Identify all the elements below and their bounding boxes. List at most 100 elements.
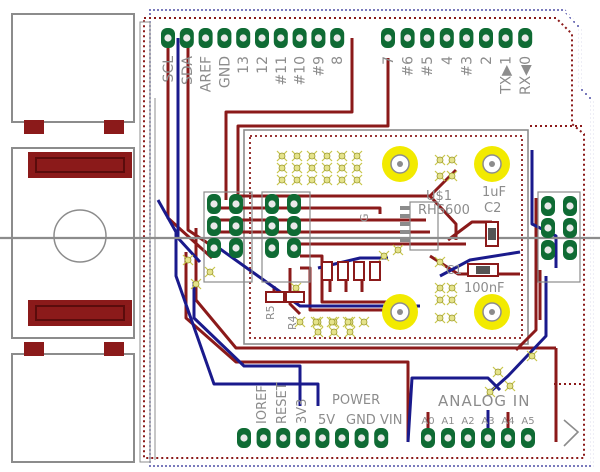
g-label: G: [358, 213, 371, 222]
via: [378, 250, 390, 262]
power-pin-label: RESET: [275, 382, 290, 424]
digital-pin: [498, 28, 513, 48]
digital-pin: [311, 28, 326, 48]
via: [321, 174, 333, 186]
digital-pin: [236, 28, 251, 48]
inner-pin: [563, 218, 577, 238]
via: [351, 162, 363, 174]
inner-connector-pins: [203, 191, 581, 283]
power-pin: [374, 428, 389, 448]
power-title: POWER: [332, 393, 380, 408]
power-pin-label: GND: [346, 413, 376, 428]
mounting-hole: [53, 209, 107, 263]
power-pin-label: VIN: [380, 413, 402, 428]
via: [328, 326, 340, 338]
analog-pin: [501, 428, 515, 448]
inner-pin: [229, 194, 243, 214]
inner-pin: [229, 216, 243, 236]
via: [446, 282, 458, 294]
via: [291, 150, 303, 162]
digital-pin-label: GND: [217, 56, 233, 88]
via: [434, 312, 446, 324]
via: [182, 254, 194, 266]
inner-pin: [541, 218, 555, 238]
inner-pin: [563, 240, 577, 260]
via: [276, 162, 288, 174]
analog-pin: [441, 428, 455, 448]
digital-pin: [381, 28, 395, 48]
inner-pin: [563, 196, 577, 216]
digital-pin-label: 4: [440, 56, 456, 65]
inner-pin: [207, 194, 221, 214]
digital-pin-label: #6: [401, 56, 417, 77]
inner-pin: [287, 194, 301, 214]
power-pin-label: 5V: [318, 413, 335, 428]
via: [306, 162, 318, 174]
digital-pin: [161, 28, 175, 48]
power-pin-label: IOREF: [255, 385, 270, 424]
c2-capacitor: [485, 221, 499, 247]
analog-pin: [521, 428, 535, 448]
inner-pin: [207, 238, 221, 258]
digital-pin: [198, 28, 213, 48]
via: [446, 154, 458, 166]
digital-pin: [330, 28, 345, 48]
digital-pin-label: TX▶1: [499, 56, 515, 95]
via: [358, 316, 370, 328]
power-header-pins: [237, 428, 389, 448]
via: [310, 316, 322, 328]
analog-pin-label: A2: [461, 416, 474, 427]
u1-chip: [400, 201, 439, 251]
power-pin: [295, 428, 310, 448]
via: [434, 170, 446, 182]
left-connectors: [11, 13, 135, 463]
digital-pin-label: #10: [293, 56, 309, 86]
analog-title: ANALOG IN: [438, 392, 530, 410]
via: [434, 294, 446, 306]
digital-pin: [420, 28, 435, 48]
via: [434, 282, 446, 294]
analog-pin: [461, 428, 475, 448]
via: [446, 170, 458, 182]
via: [336, 150, 348, 162]
digital-pin-label: 7: [381, 56, 397, 65]
inner-pin: [541, 240, 555, 260]
c1-capacitor: [467, 263, 499, 277]
via: [276, 174, 288, 186]
digital-pin-label: #3: [459, 56, 475, 77]
digital-pin: [459, 28, 474, 48]
bottom-layer-traces: [156, 38, 558, 443]
digital-pin: [179, 28, 194, 48]
c2-value: 1uF: [482, 185, 506, 200]
u1-name: U$1: [426, 189, 452, 204]
via: [446, 294, 458, 306]
c1-name: C1: [446, 263, 462, 277]
via: [336, 162, 348, 174]
inner-pin: [265, 216, 279, 236]
via: [434, 256, 446, 268]
r4-label: R4: [286, 315, 299, 330]
via: [276, 150, 288, 162]
digital-pin: [518, 28, 533, 48]
via: [446, 312, 458, 324]
power-pin-label: 3V3: [295, 399, 310, 424]
inner-pin: [265, 194, 279, 214]
digital-pin: [292, 28, 307, 48]
via: [351, 150, 363, 162]
digital-pin-label: SDA: [180, 56, 196, 85]
c2-name: C2: [484, 201, 501, 216]
digital-pin: [439, 28, 454, 48]
power-pin: [276, 428, 291, 448]
analog-pin: [421, 428, 435, 448]
inner-pin: [287, 216, 301, 236]
via: [336, 174, 348, 186]
analog-pin-label: A1: [441, 416, 454, 427]
via: [321, 162, 333, 174]
analog-pin-label: A5: [521, 416, 534, 427]
mounting-pads: [382, 146, 510, 330]
resistor-array: [265, 261, 381, 303]
inner-pin: [265, 238, 279, 258]
digital-pin-label: AREF: [199, 56, 215, 92]
u1-part: RHS600: [418, 203, 470, 218]
via: [321, 150, 333, 162]
